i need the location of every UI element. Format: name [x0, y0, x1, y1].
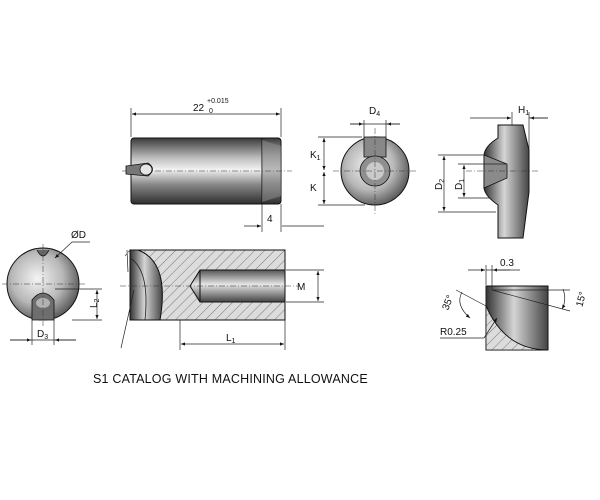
- section-view-cone: [438, 112, 548, 239]
- dim-4: 4: [267, 214, 273, 225]
- end-view-disc-hole: [2, 241, 102, 345]
- dim-d3: D3: [37, 329, 48, 341]
- catalog-caption: S1 CATALOG WITH MACHINING ALLOWANCE: [93, 372, 368, 386]
- side-view-cylinder: [122, 108, 324, 232]
- edge-detail: [440, 265, 571, 351]
- dim-k: K: [310, 183, 317, 194]
- dim-angle-15: 15°: [575, 291, 590, 308]
- dim-length-tol-lower: 0: [209, 108, 213, 115]
- dim-d2: D2: [434, 179, 446, 190]
- dim-length-tol-upper: +0.015: [207, 98, 229, 105]
- dim-l2: L2: [89, 298, 101, 308]
- dim-l1: L1: [226, 333, 236, 345]
- longitudinal-section: [120, 249, 324, 350]
- dim-gap-0-3: 0.3: [500, 258, 514, 269]
- dim-angle-35: 35°: [441, 294, 457, 312]
- dim-length-22: 22: [193, 103, 205, 114]
- dim-k1: K1: [310, 150, 321, 162]
- dim-radius: R0.25: [440, 327, 467, 338]
- end-view-disc: [318, 120, 417, 214]
- dim-m: M: [297, 282, 305, 293]
- dim-od: ØD: [71, 230, 86, 241]
- dim-d1: D1: [454, 179, 466, 190]
- dim-h1: H1: [518, 105, 529, 117]
- dim-d4: D4: [369, 106, 380, 118]
